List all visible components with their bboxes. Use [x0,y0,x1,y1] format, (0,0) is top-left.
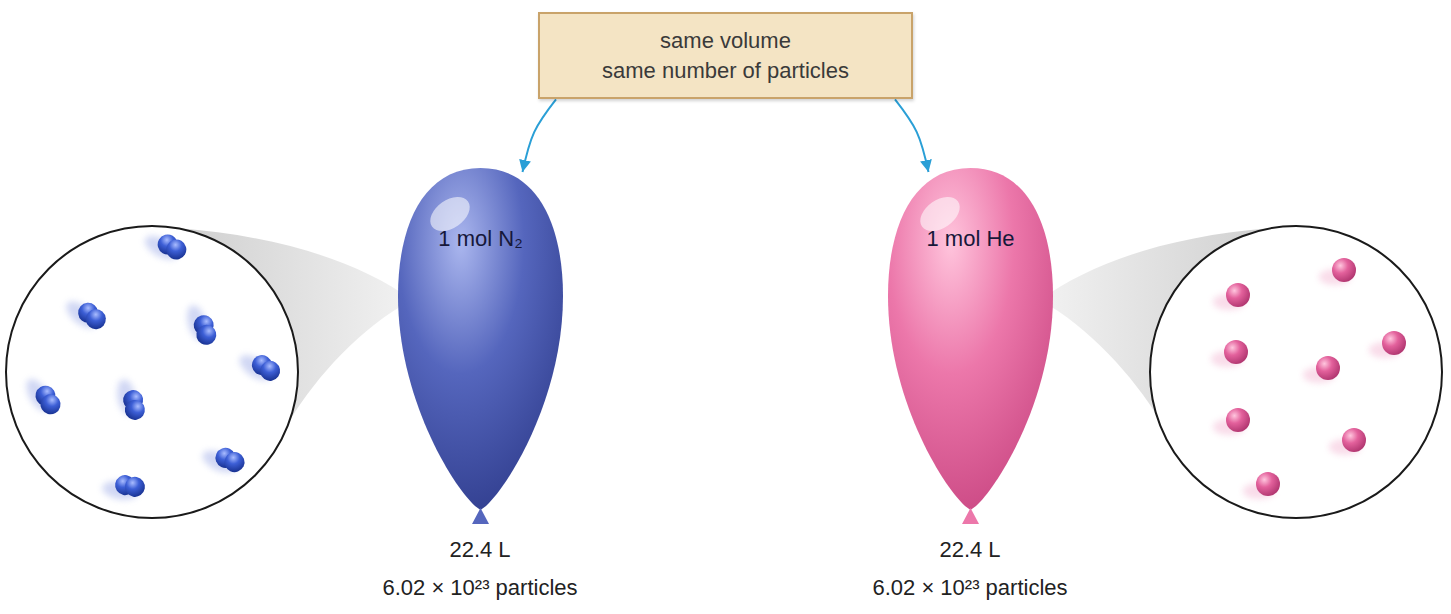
he-atom [1329,428,1366,455]
n2-molecule [101,471,147,503]
statement-text: same volume [660,26,791,56]
n2-molecule [184,301,219,348]
n2-molecule [199,440,248,480]
he-atom [1211,340,1248,367]
statement-box: same volumesame number of particles [538,12,913,99]
particle-count: 6.02 × 10²³ particles [315,575,645,601]
balloon-label: 1 mol He [888,226,1053,252]
n2-molecule [235,344,284,389]
balloon-label: 1 mol N₂ [398,226,563,252]
n2-molecule [22,372,65,421]
balloon-outline [888,168,1053,530]
balloon-body [398,168,563,510]
he-atom [1243,472,1280,499]
n2-molecule [115,377,147,423]
balloon-knot [472,508,489,524]
he-balloon: 1 mol He [888,168,1053,530]
he-atom [1213,283,1250,310]
volume-label: 22.4 L [805,537,1135,563]
n2-molecule [62,291,110,337]
he-atom [1319,258,1356,285]
he-atom [1303,356,1340,383]
he-atom [1213,408,1250,435]
balloon-body [888,168,1053,510]
n2-balloon: 1 mol N₂ [398,168,563,530]
n2-molecule [141,225,190,268]
balloon-knot [962,508,979,524]
curved-arrow [895,99,929,172]
balloon-outline [398,168,563,530]
zoom-circle [6,226,298,518]
curved-arrow [523,99,557,172]
particle-count: 6.02 × 10²³ particles [805,575,1135,601]
zoom-circle [1150,226,1442,518]
he-atom [1369,331,1406,358]
volume-label: 22.4 L [315,537,645,563]
statement-text: same number of particles [602,56,849,86]
